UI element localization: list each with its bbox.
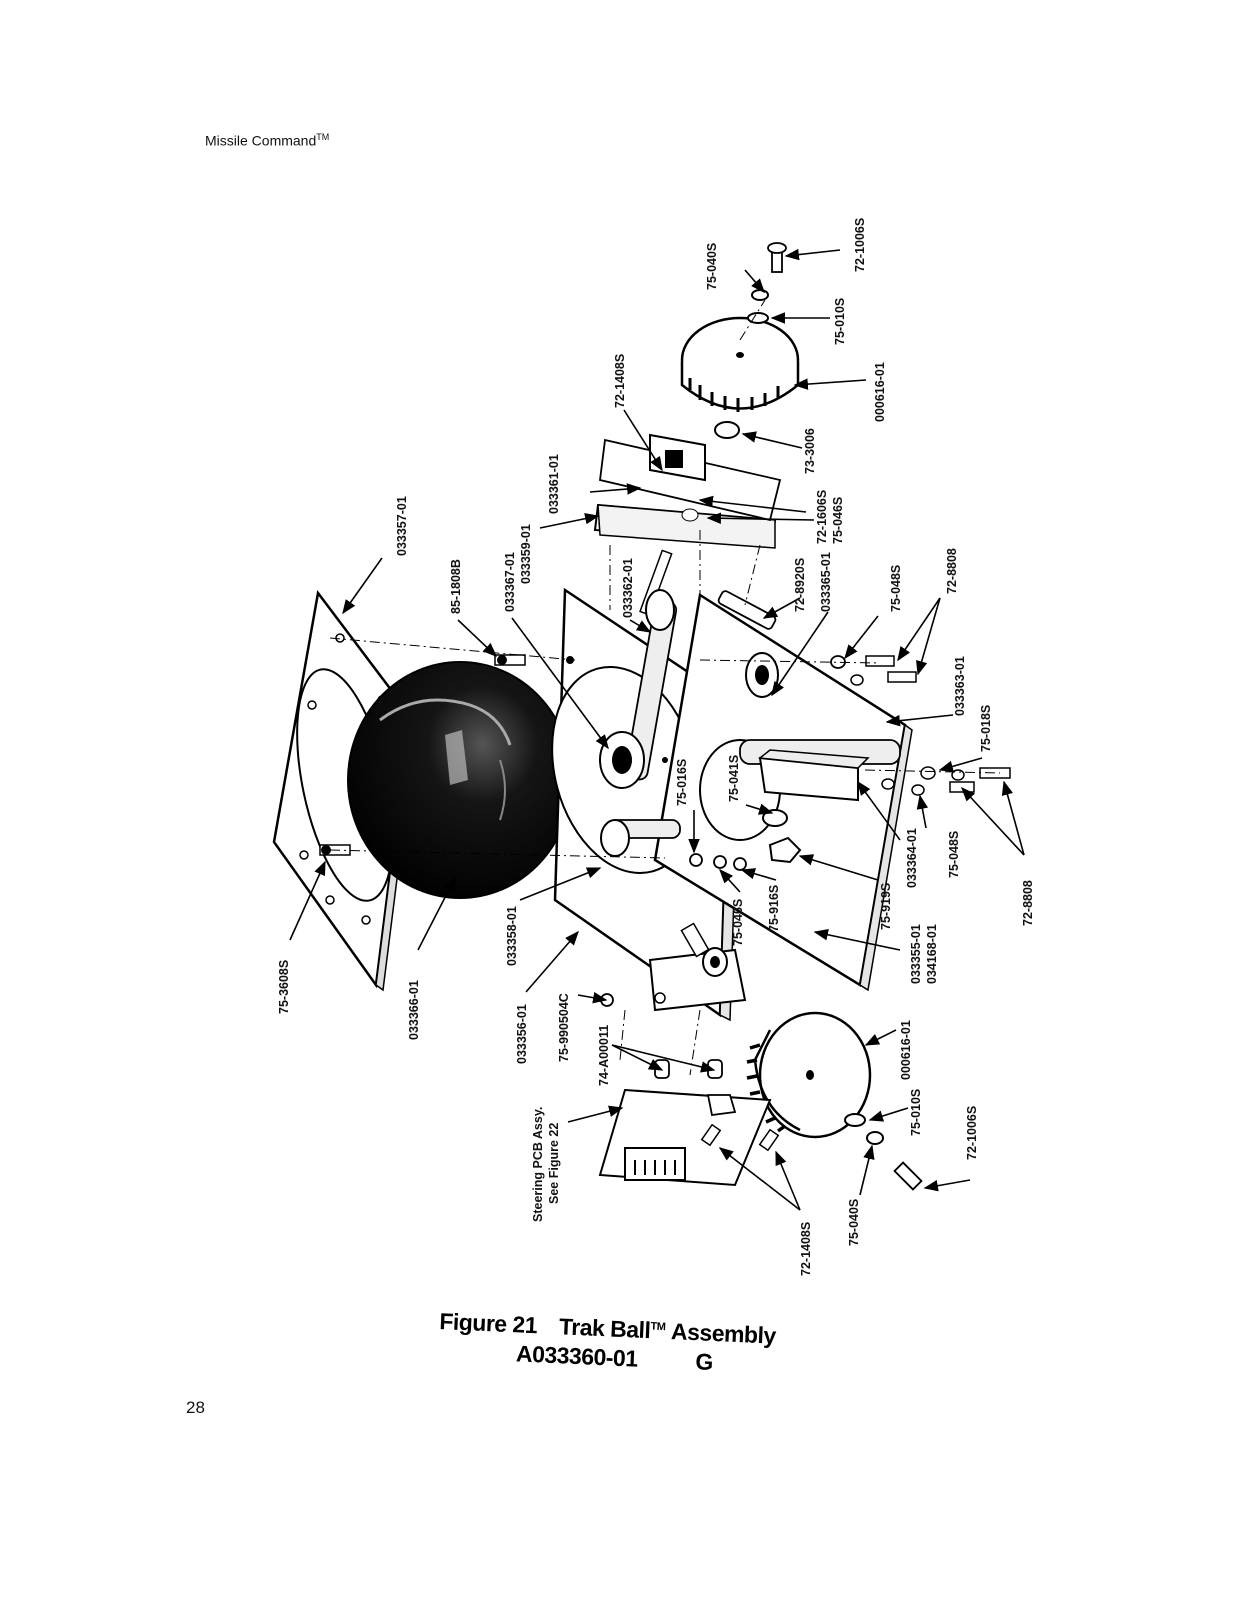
- label-75-040S-top: 75-040S: [705, 243, 719, 290]
- label-72-1006S-bottom: 72-1006S: [965, 1106, 979, 1160]
- label-75-990504C: 75-990504C: [557, 993, 571, 1062]
- label-000616-01-bottom: 000616-01: [899, 1020, 913, 1080]
- label-033364-01: 033364-01: [905, 828, 919, 888]
- label-033362-01: 033362-01: [621, 558, 635, 618]
- label-75-010S-top: 75-010S: [833, 298, 847, 345]
- label-75-916S: 75-916S: [767, 885, 781, 932]
- label-034168-01: 034168-01: [925, 924, 939, 984]
- label-033366-01: 033366-01: [407, 980, 421, 1040]
- label-033356-01: 033356-01: [515, 1004, 529, 1064]
- caption-trademark: TM: [650, 1320, 666, 1334]
- label-85-1808B: 85-1808B: [449, 559, 463, 614]
- label-033359-01: 033359-01: [519, 524, 533, 584]
- label-75-010S-bottom: 75-010S: [909, 1089, 923, 1136]
- document-header: Missile CommandTM: [205, 132, 329, 149]
- header-trademark: TM: [316, 132, 330, 142]
- side-hardware: [319, 590, 1011, 871]
- label-75-018S: 75-018S: [979, 705, 993, 752]
- center-lines: [329, 299, 1001, 1076]
- caption-title-rest: Assembly: [670, 1318, 777, 1349]
- label-72-8920S: 72-8920S: [793, 558, 807, 612]
- label-75-041S: 75-041S: [727, 755, 741, 802]
- label-72-1408S-bottom: 72-1408S: [799, 1222, 813, 1276]
- label-033363-01: 033363-01: [953, 656, 967, 716]
- label-75-919S: 75-919S: [879, 883, 893, 930]
- label-75-040S-bottom: 75-040S: [847, 1199, 861, 1246]
- label-72-8808-bottom: 72-8808: [1021, 880, 1035, 926]
- label-72-8808-top: 72-8808: [945, 548, 959, 594]
- label-033361-01: 033361-01: [547, 454, 561, 514]
- steering-pcb: [598, 1088, 780, 1187]
- label-75-3608S: 75-3608S: [277, 960, 291, 1014]
- label-75-046S-bottom: 75-046S: [731, 899, 745, 946]
- label-72-1408S-top: 72-1408S: [613, 354, 627, 408]
- label-033365-01: 033365-01: [819, 552, 833, 612]
- label-033357-01: 033357-01: [395, 496, 409, 556]
- label-72-1006S-top: 72-1006S: [853, 218, 867, 272]
- top-encoder-wheel: [680, 242, 800, 439]
- label-75-016S: 75-016S: [675, 759, 689, 806]
- label-75-048S-top: 75-048S: [889, 565, 903, 612]
- label-033355-01: 033355-01: [909, 924, 923, 984]
- label-033367-01: 033367-01: [503, 552, 517, 612]
- page-number: 28: [186, 1398, 205, 1417]
- caption-figure-number: Figure 21: [438, 1308, 538, 1339]
- top-encoder-assembly: [593, 433, 782, 549]
- label-72-1606S: 72-1606S: [815, 490, 829, 544]
- caption-part-number: A033360-01: [515, 1340, 639, 1372]
- label-75-048S-bottom: 75-048S: [947, 831, 961, 878]
- caption-title: Trak Ball: [558, 1313, 651, 1344]
- bottom-encoder-wheel: [746, 1011, 923, 1191]
- label-75-046S-top: 75-046S: [831, 497, 845, 544]
- part-labels: 75-040S 72-1006S 75-010S 000616-01 72-14…: [277, 218, 1035, 1276]
- label-73-3006: 73-3006: [803, 428, 817, 474]
- label-see-figure-22: See Figure 22: [547, 1123, 561, 1204]
- caption-revision: G: [694, 1348, 714, 1375]
- label-steering-pcb: Steering PCB Assy.: [531, 1107, 545, 1222]
- leader-arrows: [289, 248, 1025, 1211]
- header-title: Missile Command: [205, 132, 317, 149]
- label-000616-01-top: 000616-01: [873, 362, 887, 422]
- trakball-ball: [347, 661, 573, 899]
- label-74-A00011: 74-A00011: [597, 1025, 611, 1086]
- label-033358-01: 033358-01: [505, 906, 519, 966]
